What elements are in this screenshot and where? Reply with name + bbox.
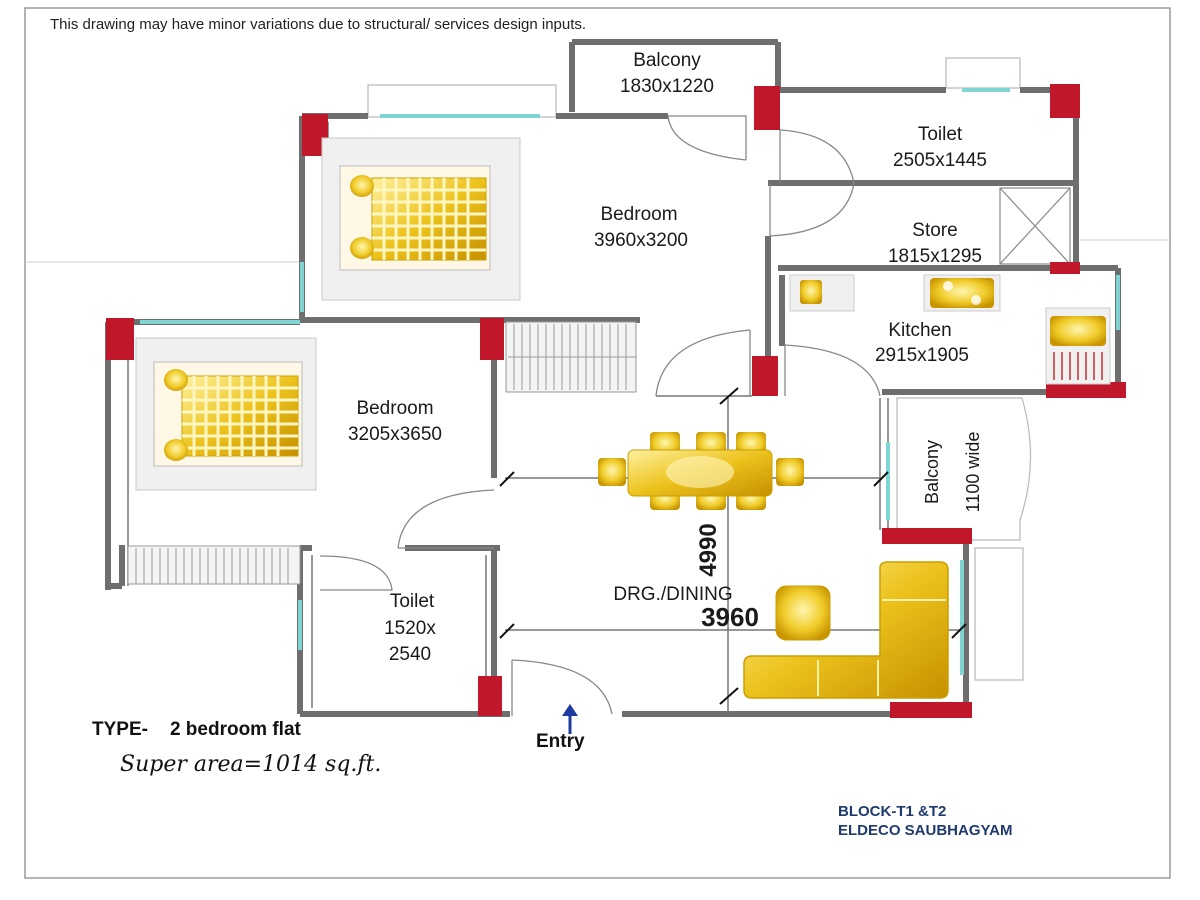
design-variation-note: This drawing may have minor variations d… <box>50 16 587 33</box>
toilet-bottom-size-line1: 1520x <box>384 618 436 639</box>
store-size: 1815x1295 <box>888 246 982 267</box>
drawing-dining-length: 4990 <box>695 523 722 576</box>
toilet-top-size: 2505x1445 <box>893 150 987 171</box>
balcony-top-size: 1830x1220 <box>620 76 714 97</box>
sofa-set <box>743 561 949 699</box>
kitchen-size: 2915x1905 <box>875 345 969 366</box>
bedroom-1-name: Bedroom <box>600 204 677 225</box>
entry-arrow-icon <box>562 704 578 734</box>
balcony-top-name: Balcony <box>633 50 701 71</box>
windows <box>140 88 1120 675</box>
toilet-top-name: Toilet <box>918 124 963 145</box>
project-name: ELDECO SAUBHAGYAM <box>838 822 1013 839</box>
bed-top <box>321 137 521 301</box>
super-area: Super area=1014 sq.ft. <box>120 752 382 777</box>
drawing-dining-width: 3960 <box>701 602 759 632</box>
wardrobe-hatch-lines <box>135 324 636 584</box>
door-swings <box>319 115 881 716</box>
room-labels: Balcony 1830x1220 Toilet 2505x1445 Store… <box>348 50 987 665</box>
duct-shaft <box>999 187 1071 265</box>
kitchen-name: Kitchen <box>888 320 951 341</box>
bed-left <box>135 337 317 491</box>
page-border <box>24 7 1171 879</box>
block-label: BLOCK-T1 &T2 <box>838 803 947 820</box>
kitchen-fixtures <box>789 274 1111 385</box>
columns <box>106 84 1126 718</box>
balcony-side-size: 1100 wide <box>963 432 983 513</box>
entry-label: Entry <box>536 731 585 752</box>
dining-set <box>598 432 804 510</box>
drawing-dining-name: DRG./DINING <box>613 584 732 605</box>
toilet-bottom-size-line2: 2540 <box>389 644 431 665</box>
bedroom-2-size: 3205x3650 <box>348 424 442 445</box>
dimension-ticks <box>499 387 967 705</box>
bedroom-2-name: Bedroom <box>356 398 433 419</box>
flat-type-value: 2 bedroom flat <box>169 719 301 740</box>
flat-type: TYPE- 2 bedroom flat <box>92 719 301 741</box>
store-name: Store <box>912 220 957 241</box>
flat-type-label: TYPE- <box>92 719 148 740</box>
balcony-side-name: Balcony <box>922 440 942 504</box>
toilet-bottom-name: Toilet <box>390 591 435 612</box>
bedroom-1-size: 3960x3200 <box>594 230 688 251</box>
